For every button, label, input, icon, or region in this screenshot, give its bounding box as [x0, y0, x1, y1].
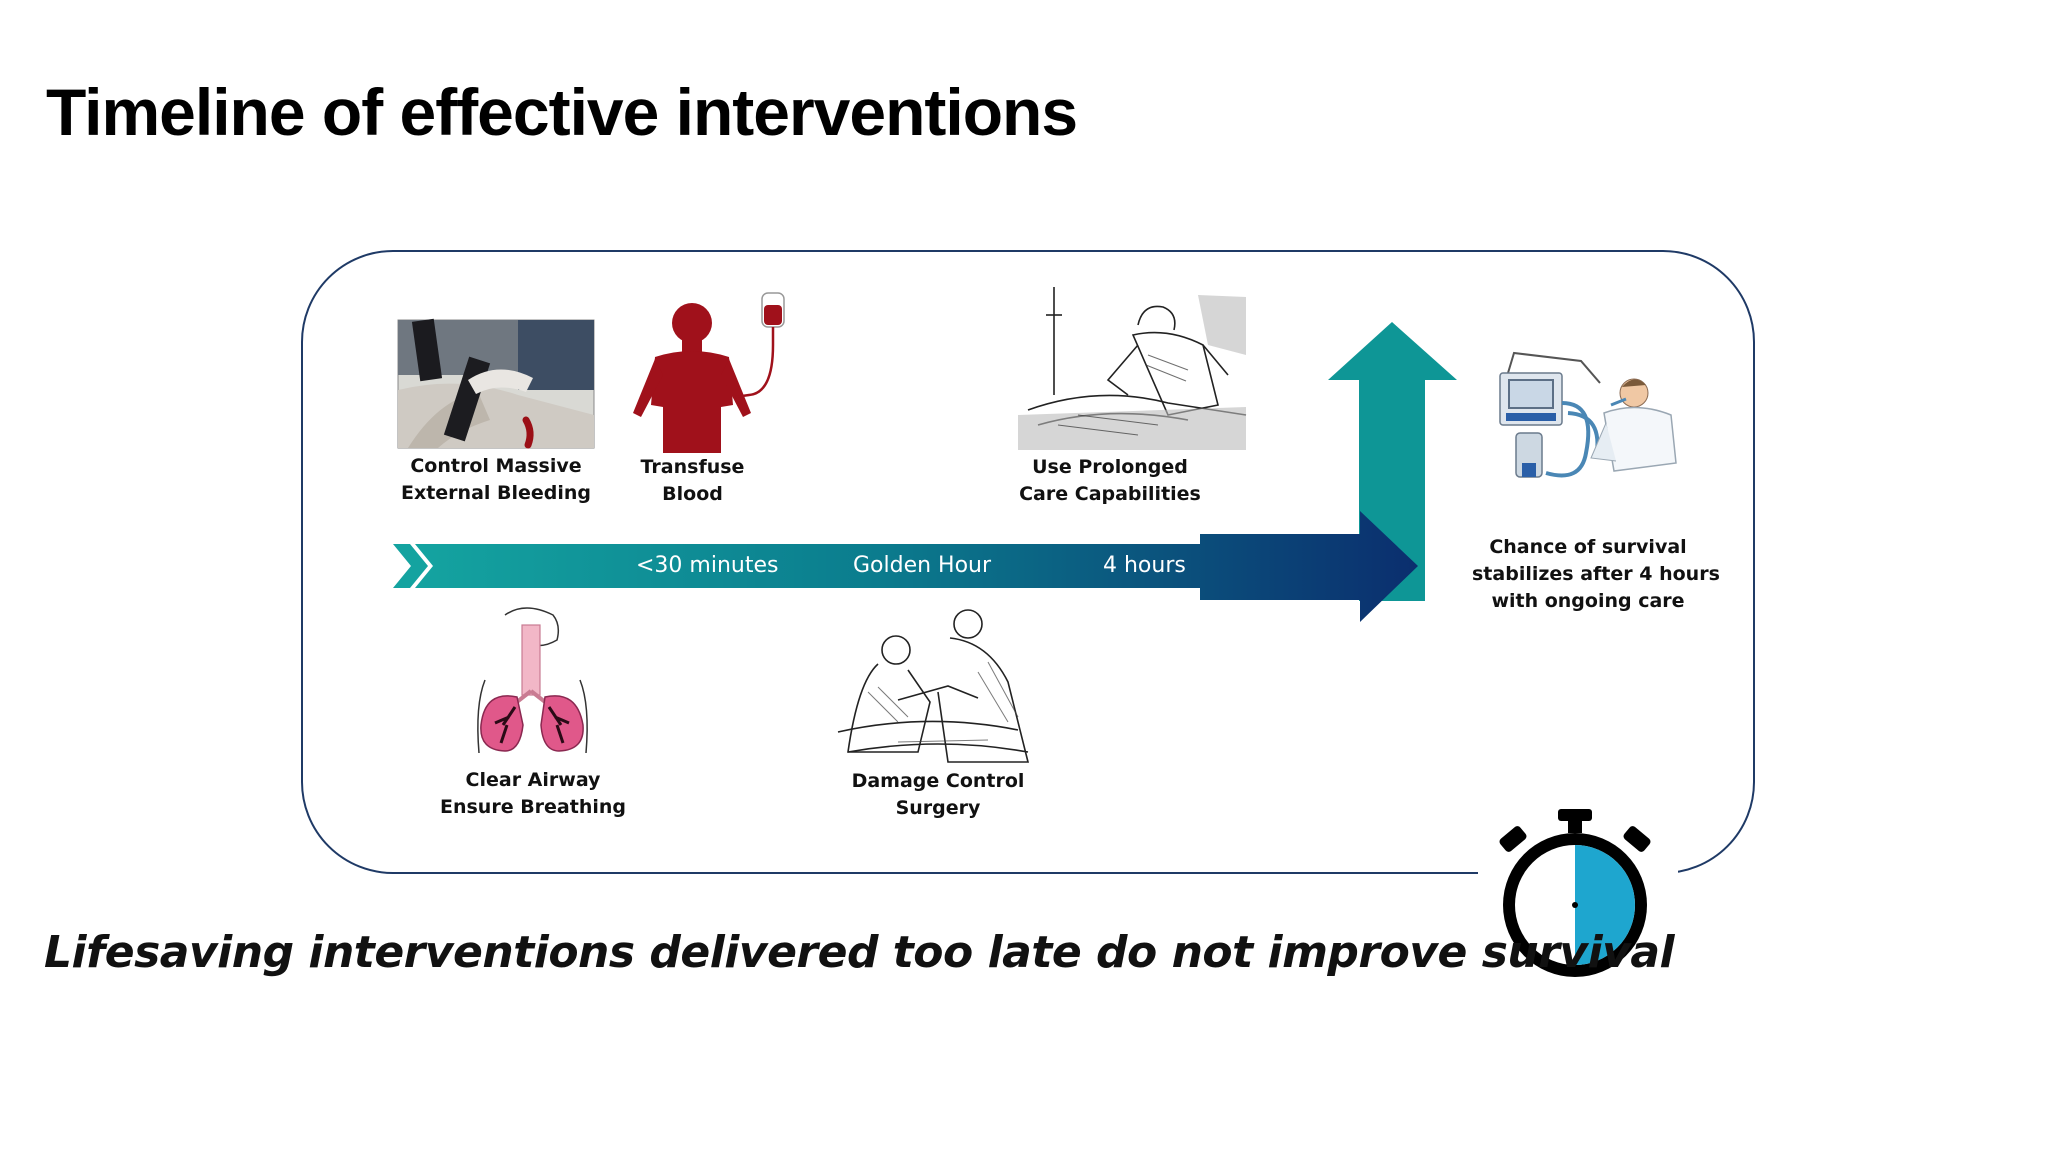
ventilator-patient-icon: [1499, 351, 1677, 478]
chevron-1: [393, 544, 428, 588]
tick-4-hours: 4 hours: [1103, 553, 1186, 578]
tick-golden-hour: Golden Hour: [853, 553, 992, 578]
caption-bleeding: Control Massive External Bleeding: [400, 455, 592, 504]
slide-title: Timeline of effective interventions: [46, 75, 1078, 149]
caption-surgery: Damage Control Surgery: [851, 770, 1025, 819]
lungs-airway-icon: [477, 607, 588, 754]
field-medic-sketch: [1018, 287, 1247, 450]
tick-30-minutes: <30 minutes: [636, 553, 779, 578]
timeline-arrow: [420, 511, 1418, 622]
tourniquet-photo: [397, 318, 595, 449]
caption-outcome: Chance of survival stabilizes after 4 ho…: [1472, 536, 1720, 612]
caption-transfuse: Transfuse Blood: [640, 456, 745, 505]
timeline-frame: [301, 250, 1755, 874]
tagline: Lifesaving interventions delivered too l…: [44, 927, 1675, 978]
surgeons-sketch: [837, 609, 1030, 763]
caption-prolonged: Use Prolonged Care Capabilities: [1019, 456, 1201, 505]
caption-airway: Clear Airway Ensure Breathing: [439, 769, 627, 818]
blood-transfusion-icon: [633, 292, 785, 453]
stopwatch-icon: [1499, 809, 1651, 977]
